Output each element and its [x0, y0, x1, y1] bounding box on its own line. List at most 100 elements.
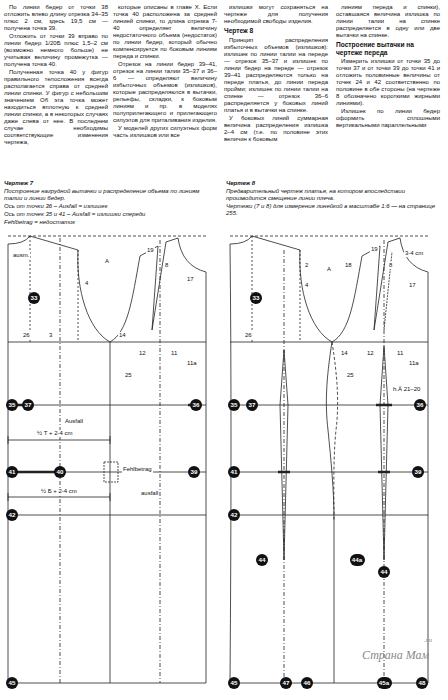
point-label: 3: [48, 332, 53, 339]
point-label: 26: [22, 332, 31, 339]
point-label: 19: [370, 246, 379, 253]
point-circle: 47: [280, 677, 292, 689]
point-label: Fehlbetrag: [122, 466, 153, 473]
point-label: 26: [244, 332, 253, 339]
point-number: 36: [417, 401, 424, 408]
point-label: A: [326, 266, 332, 273]
body-paragraph: Отрезок на линии бедер 39–41, отрезок на…: [113, 61, 217, 124]
point-label: 11a: [408, 360, 420, 367]
body-paragraph: линиям переда и спинки), оставшаяся вели…: [336, 4, 440, 39]
point-circle: 45: [228, 677, 240, 689]
text-column: По линии бедер от точки 38 отложить влев…: [4, 4, 108, 147]
body-paragraph: У боковых линий суммарная величина распр…: [224, 115, 328, 143]
point-label: 18: [344, 262, 353, 269]
point-circle: 41: [228, 466, 240, 478]
point-number: 42: [231, 511, 238, 518]
point-label: h.Ä 21–20: [392, 386, 421, 393]
caption-text: Чертежи (7 и 8) для измерения линейкой в…: [226, 203, 442, 217]
point-number: 48: [419, 679, 426, 686]
point-circle: 45: [6, 677, 18, 689]
point-number: 45: [231, 679, 238, 686]
point-circle: 36: [414, 399, 426, 411]
point-label: 17: [186, 276, 195, 283]
section-heading: Чертеж 8: [224, 27, 328, 35]
point-label: 11: [396, 350, 404, 357]
point-circle: 48: [416, 677, 428, 689]
caption-text: Ось от точек 35 и 41 – Ausfall = излишки…: [4, 211, 216, 218]
point-label: ausm.: [12, 252, 30, 259]
caption-text: Построение нагрудной вытачки и распредел…: [4, 188, 216, 202]
point-circle: 33: [250, 292, 262, 304]
point-number: 41: [9, 468, 16, 475]
point-label: A: [104, 258, 110, 265]
point-circle: 39: [412, 466, 424, 478]
point-number: 36: [193, 401, 200, 408]
text-column: излишки могут сохраняться на чертеже для…: [224, 4, 328, 144]
point-number: 44: [381, 568, 388, 575]
point-number: 44a: [352, 556, 362, 563]
point-label: ½ Б + 2-4 cm: [40, 488, 78, 495]
point-circle: 37: [22, 399, 34, 411]
body-paragraph: По линии бедер от точки 38 отложить влев…: [4, 4, 108, 32]
figure-caption: Чертеж 7Построение нагрудной вытачки и р…: [4, 180, 216, 227]
point-number: 47: [283, 679, 290, 686]
point-label: 12: [138, 350, 147, 357]
body-paragraph: Измерить излишки от точки 35 до точки 37…: [336, 58, 440, 107]
caption-text: Fehlbetrag = недостаток: [4, 219, 216, 226]
point-label: 4: [304, 282, 309, 289]
point-circle: 35: [6, 399, 18, 411]
body-paragraph: Принцип распределения избыточных объемов…: [224, 37, 328, 114]
figure-caption: Чертеж 8Предварительный чертеж платья, н…: [226, 180, 442, 218]
point-number: 33: [253, 294, 260, 301]
point-number: 42: [9, 511, 16, 518]
body-paragraph: У моделей других силуэтных форм часть из…: [113, 125, 217, 139]
point-label: 11a: [186, 360, 198, 367]
body-paragraph: Отложить от точки 39 вправо по линии бед…: [4, 33, 108, 68]
point-number: 44: [259, 556, 266, 563]
point-number: 33: [31, 294, 38, 301]
point-label: 12: [366, 350, 375, 357]
point-circle: 36: [190, 399, 202, 411]
point-circle: 41: [6, 466, 18, 478]
text-column: линиям переда и спинки), оставшаяся вели…: [336, 4, 440, 130]
point-number: 41: [231, 468, 238, 475]
point-label: 14: [118, 332, 127, 339]
point-label: 3-4 cm: [404, 250, 424, 257]
point-label: 14: [340, 350, 349, 357]
point-label: 4: [84, 280, 89, 287]
point-label: 19: [146, 247, 155, 254]
point-number: 45a: [379, 679, 389, 686]
point-number: 45: [9, 679, 16, 686]
watermark: Страна Мам: [362, 648, 429, 663]
point-label: Ausfall: [64, 418, 84, 425]
caption-text: Предварительный чертеж платья, на которо…: [226, 188, 442, 202]
watermark: .ru: [424, 636, 432, 644]
body-paragraph: излишки могут сохраняться на чертеже для…: [224, 4, 328, 25]
point-label: 25: [124, 372, 133, 379]
point-number: 37: [249, 401, 256, 408]
point-circle: 44a: [350, 554, 365, 566]
point-number: 35: [231, 401, 238, 408]
text-column: которые описаны в главе X. Если точка 40…: [113, 4, 217, 140]
point-circle: 39: [188, 466, 200, 478]
point-circle: 42: [228, 509, 240, 521]
point-circle: 35: [228, 399, 240, 411]
point-circle: 45a: [377, 677, 392, 689]
point-circle: 37: [246, 399, 258, 411]
figure-title: Чертеж 8: [226, 180, 442, 187]
point-circle: 46: [301, 677, 313, 689]
point-number: 37: [25, 401, 32, 408]
caption-text: Ось от точки 36 – Ausfall = излишек: [4, 203, 216, 210]
point-number: 39: [191, 468, 198, 475]
point-label: 11: [170, 350, 178, 357]
point-number: 35: [9, 401, 16, 408]
point-label: 25: [346, 372, 355, 379]
section-heading: Построение вытачки на чертеже переда: [336, 41, 440, 56]
point-number: 39: [415, 468, 422, 475]
figure-title: Чертеж 7: [4, 180, 216, 187]
point-circle: 44: [256, 554, 268, 566]
point-number: 46: [304, 679, 311, 686]
point-label: ausfall: [140, 490, 159, 497]
point-circle: 44: [378, 566, 390, 578]
point-label: ½ Т + 2-4 cm: [36, 430, 74, 437]
